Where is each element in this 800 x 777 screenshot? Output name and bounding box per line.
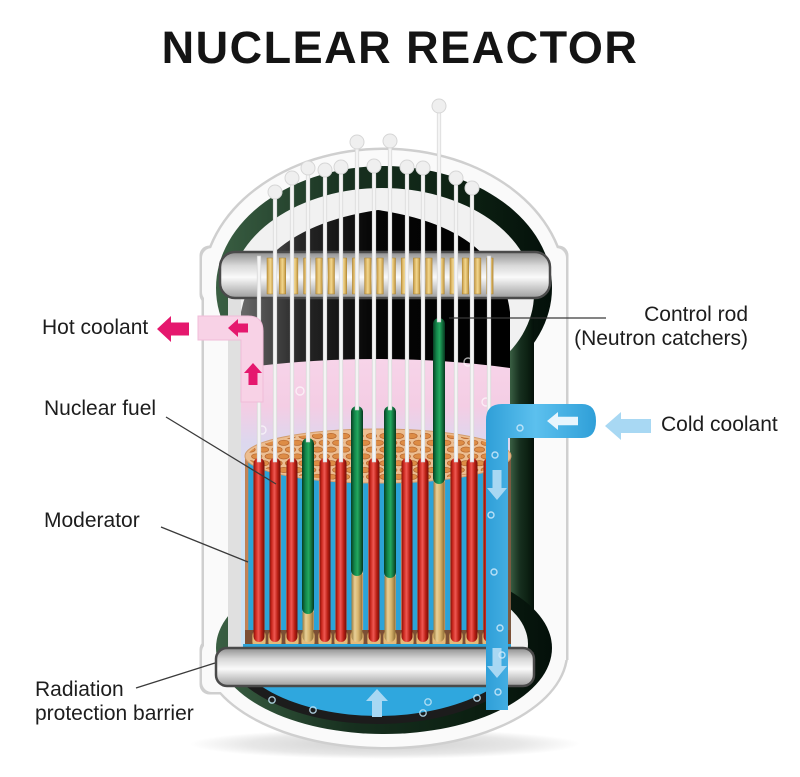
bubble-icon [494,688,502,696]
fuel-rod [417,458,429,642]
radiation-barrier-label: Radiation protection barrier [35,678,194,726]
bubble-icon [487,511,495,519]
fuel-channel-top [376,257,384,295]
guide-rod [322,169,328,463]
top-grid-plate [218,250,552,300]
fuel-channel-top [461,257,469,295]
rod-knob [349,134,365,150]
rod-knob [267,184,283,200]
fuel-rod [401,458,413,642]
guide-rod [371,165,377,463]
guide-rod [453,177,459,463]
fuel-channel-top [327,257,335,295]
guide-rod [404,166,410,463]
water-up-arrow-icon [366,689,388,717]
fuel-rod [269,458,281,642]
cold-flow-left-arrow-icon [547,412,578,430]
fuel-rod [368,458,380,642]
fuel-channel-top [364,257,372,295]
cold-flow-down-arrow-icon [487,648,507,678]
guide-rods [256,98,492,463]
guide-rod [289,177,295,463]
radiation-barrier [214,646,536,688]
hot-flow-up-arrow-icon [244,363,262,385]
control-rod-label-line2: (Neutron catchers) [574,327,748,351]
rod-knob [382,133,398,149]
fuel-rod [253,458,265,642]
nuclear-fuel-label: Nuclear fuel [44,397,157,420]
hot-coolant-arrow-icon [157,316,189,342]
control-rod-follower [433,478,445,642]
fuel-rod [319,458,331,642]
fuel-rod [450,458,462,642]
bubble-icon [491,451,499,459]
rod-knob [399,159,415,175]
bubble-icon [424,698,432,706]
hot-coolant-pipe [197,315,264,403]
page-title: NUCLEAR REACTOR [161,22,639,73]
control-rod-follower [384,572,396,642]
rod-knob [464,180,480,196]
rod-knob [431,98,447,114]
cold-coolant-label: Cold coolant [661,413,778,436]
hot-flow-left-arrow-icon [228,319,248,337]
rod-knob [333,159,349,175]
rod-knob [284,170,300,186]
guide-rod [436,105,442,323]
cold-coolant-arrow-icon [605,412,651,440]
bubble-icon [309,706,317,714]
control-rod-follower [302,608,314,642]
control-rod [302,438,314,614]
guide-rod [469,187,475,463]
fuel-channel-top [474,257,482,295]
moderator-label: Moderator [44,509,140,532]
guide-rod [272,191,278,463]
rod-knob [448,170,464,186]
control-rod-follower [351,570,363,642]
fuel-channel-top [266,257,274,295]
bubble-icon [498,651,506,659]
bubble-icon [268,696,276,704]
control-rod [433,318,445,484]
bubble-icon [295,386,305,396]
rod-knob [366,158,382,174]
fuel-rod [286,458,298,642]
rod-knob [300,160,316,176]
control-rod [384,406,396,578]
guide-rod [387,140,393,411]
fuel-rod [335,458,347,642]
fuel-channel-top [278,257,286,295]
bubble-icon [496,624,504,632]
leader-radiation-barrier [135,662,216,689]
bubble-icon [490,568,498,576]
leader-moderator [160,526,249,563]
fuel-rod [466,458,478,642]
guide-rod [305,167,311,443]
leader-nuclear-fuel [165,416,277,485]
cold-flow-down-arrow-icon [487,470,507,500]
guide-rod [338,166,344,463]
fuel-channel-top [315,257,323,295]
fuel-channel-top [413,257,421,295]
bubble-icon [516,424,524,432]
fuel-channel-top [425,257,433,295]
control-rod-label: Control rod (Neutron catchers) [538,303,748,352]
guide-rod [354,141,360,411]
control-rod-label-line1: Control rod [644,303,748,326]
cold-coolant-pipe [486,404,596,710]
hot-coolant-label: Hot coolant [42,316,149,339]
guide-rod [420,167,426,463]
rod-knob [415,160,431,176]
rod-knob [317,162,333,178]
control-rod [351,406,363,576]
bubble-icon [419,709,427,717]
bubble-icon [473,694,481,702]
leader-lines [135,317,606,689]
